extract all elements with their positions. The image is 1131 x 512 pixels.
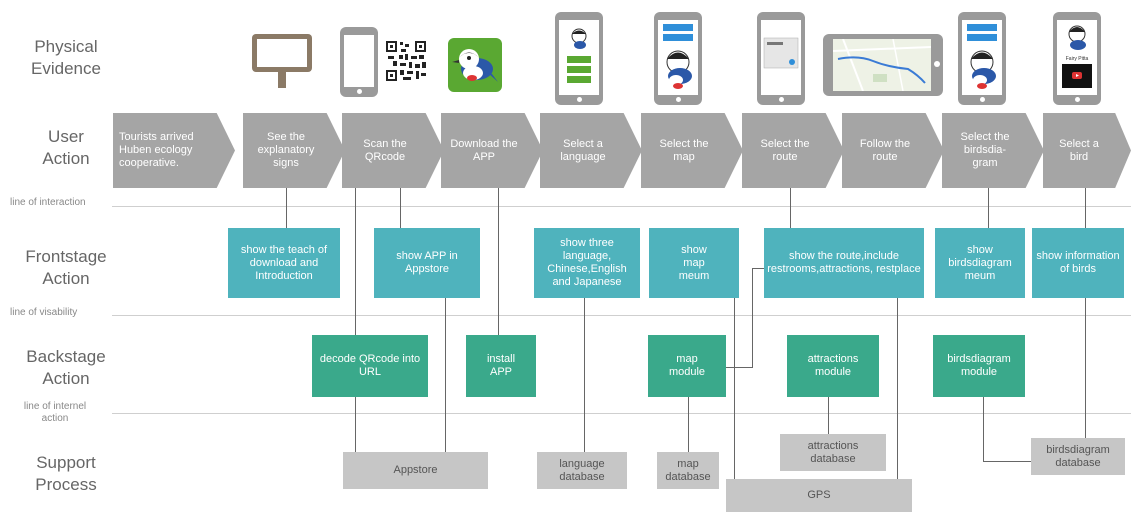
connector-route-horiz <box>752 268 764 269</box>
bird-name-text: Fairy Pitta <box>1066 56 1089 62</box>
support-gps: GPS <box>726 479 912 512</box>
row-label-support-process: Support Process <box>35 453 97 494</box>
phone-map-menu-icon <box>654 12 702 105</box>
connector-qr-front <box>400 188 401 228</box>
phone-bird-info-icon: Fairy Pitta <box>1053 12 1101 105</box>
support-attractions-database: attractions database <box>780 434 886 471</box>
front-app-in-appstore: show APP in Appstore <box>374 228 480 298</box>
connector-map-module-horiz <box>710 367 752 368</box>
connector-birdsdia-db-horiz <box>983 461 1031 462</box>
front-map-menu: show map meum <box>649 228 739 298</box>
support-map-database: map database <box>657 452 719 489</box>
front-bird-information: show information of birds <box>1032 228 1124 298</box>
back-install-app: install APP <box>466 335 536 397</box>
connector-map-module-route <box>752 268 753 368</box>
connector-birdsdia-back-db <box>983 397 984 461</box>
back-decode-qrcode: decode QRcode into URL <box>312 335 428 397</box>
front-teach-download: show the teach of download and Introduct… <box>228 228 340 298</box>
user-action-select-map: Select the map <box>641 113 743 188</box>
connector-signs-front <box>286 188 287 228</box>
back-attractions-module: attractions module <box>787 335 879 397</box>
line-of-visibility <box>112 315 1131 316</box>
connector-qr-back <box>355 188 356 335</box>
row-label-backstage-action: Backstage Action <box>26 347 106 388</box>
user-action-select-bird: Select a bird <box>1043 113 1131 188</box>
line-of-internal-action <box>112 413 1131 414</box>
front-three-languages: show three language, Chinese,English and… <box>534 228 640 298</box>
connector-birdsdia-front <box>988 188 989 228</box>
user-action-select-birdsdiagram: Select the birdsdia-gram <box>942 113 1044 188</box>
phone-language-icon <box>555 12 603 105</box>
phone-route-icon <box>757 12 805 105</box>
back-map-module: map module <box>648 335 726 397</box>
qrcode-icon <box>385 40 427 82</box>
connector-download-install <box>498 188 499 335</box>
support-language-database: language database <box>537 452 627 489</box>
tablet-map-icon <box>823 34 943 96</box>
user-action-scan-qrcode: Scan the QRcode <box>342 113 444 188</box>
row-label-frontstage-action: Frontstage Action <box>25 247 107 288</box>
support-appstore: Appstore <box>343 452 488 489</box>
support-birdsdiagram-database: birdsdiagram database <box>1031 438 1125 475</box>
phone-scan-icon <box>340 27 378 97</box>
connector-bird-db <box>1085 298 1086 438</box>
bird-app-icon <box>448 38 502 92</box>
connector-bird-front <box>1085 188 1086 228</box>
connector-attractions-db <box>828 397 829 434</box>
connector-appstore-front <box>445 298 446 452</box>
line-of-interaction <box>112 206 1131 207</box>
user-action-see-signs: See the explanatory signs <box>243 113 345 188</box>
user-action-download-app: Download the APP <box>441 113 543 188</box>
line-label-interaction: line of interaction <box>10 197 86 208</box>
back-birdsdiagram-module: birdsdiagram module <box>933 335 1025 397</box>
phone-birdsdiagram-icon <box>958 12 1006 105</box>
sign-board-icon <box>250 32 314 90</box>
user-action-select-route: Select the route <box>742 113 844 188</box>
connector-follow-gps <box>897 298 898 479</box>
user-action-select-language: Select a language <box>540 113 642 188</box>
connector-map-db <box>688 397 689 452</box>
connector-route-gps <box>734 298 735 479</box>
row-label-user-action: User Action <box>42 127 90 168</box>
user-action-arrived: Tourists arrived Huben ecology cooperati… <box>113 113 235 188</box>
connector-route-front <box>790 188 791 228</box>
line-label-visibility: line of visability <box>10 307 78 318</box>
connector-decode-appstore <box>355 397 356 452</box>
line-label-internal: line of internel action <box>23 401 87 424</box>
connector-language-db <box>584 298 585 452</box>
user-action-follow-route: Follow the route <box>842 113 944 188</box>
front-route-info: show the route,include restrooms,attract… <box>764 228 924 298</box>
front-birdsdiagram-menu: show birdsdiagram meum <box>935 228 1025 298</box>
row-label-physical-evidence: Physical Evidence <box>31 37 101 78</box>
